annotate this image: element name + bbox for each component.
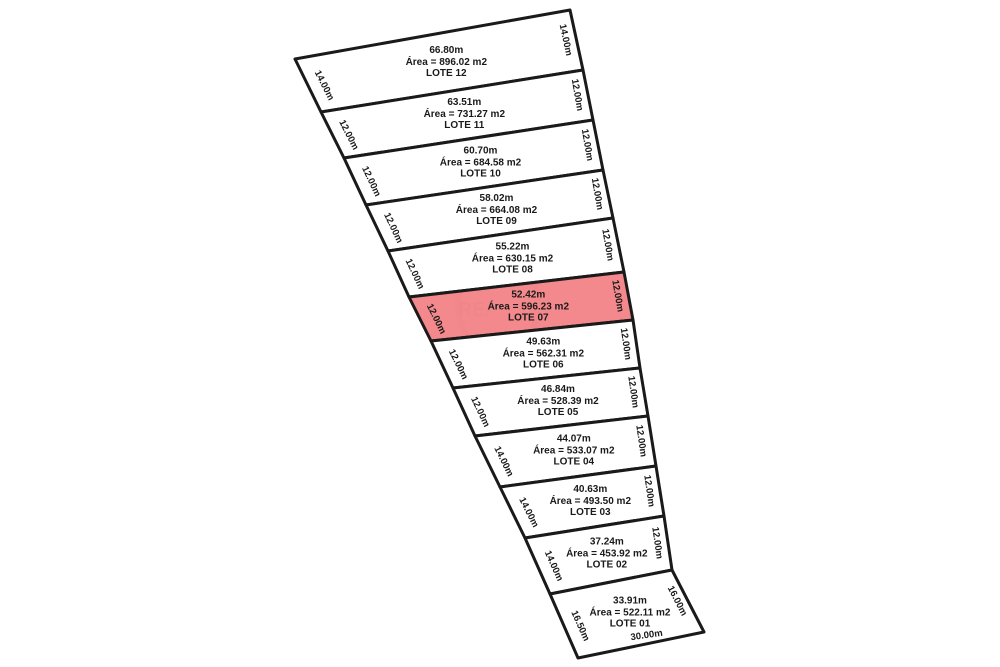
lot-front-label: 46.84m [541,384,575,395]
lot-front-label: 66.80m [429,45,463,56]
lot-front-label: 49.63m [526,336,560,347]
lot-area-label: Área = 533.07 m2 [533,443,615,456]
lot-number-label: LOTE 06 [523,359,564,370]
lot-area-label: Área = 493.50 m2 [550,494,632,507]
lot-number-label: LOTE 12 [426,68,467,79]
lot-area-label: Área = 684.58 m2 [440,155,522,168]
bottom-edge-label: 30.00m [630,628,663,643]
lot-right-side-label: 12.00m [618,327,633,360]
lot-area-label: Área = 528.39 m2 [517,394,599,407]
lot-number-label: LOTE 05 [538,407,579,418]
lot-area-label: Área = 596.23 m2 [488,300,570,313]
lot-right-side-label: 12.00m [625,375,640,408]
lot-front-label: 40.63m [573,484,607,495]
lot-front-label: 37.24m [590,537,624,548]
lot-area-label: Área = 630.15 m2 [472,252,554,265]
lot-front-label: 52.42m [511,290,545,301]
lot-shape [548,568,706,660]
lot-number-label: LOTE 10 [460,168,501,179]
lot-right-side-label: 12.00m [649,526,664,559]
lot-area-label: Área = 664.08 m2 [456,203,538,216]
lot-front-label: 60.70m [464,145,498,156]
lot-area-label: Área = 522.11 m2 [590,606,671,619]
lot-number-label: LOTE 08 [492,265,533,276]
lot-area-label: Área = 562.31 m2 [503,346,585,359]
lot-number-label: LOTE 03 [570,507,611,518]
lot-area-label: Área = 453.92 m2 [566,547,648,560]
lot-number-label: LOTE 01 [610,619,651,630]
lot-number-label: LOTE 04 [554,456,595,467]
lot-area-label: Área = 896.02 m2 [406,55,488,68]
lot-area-label: Área = 731.27 m2 [424,107,506,120]
lot-right-side-label: 12.00m [641,474,656,507]
lot-number-label: LOTE 02 [587,560,628,571]
lot-front-label: 44.07m [557,433,591,444]
lot-front-label: 33.91m [613,596,647,607]
lot-number-label: LOTE 11 [444,120,484,131]
lot-number-label: LOTE 09 [476,216,517,227]
lot-front-label: 55.22m [496,242,530,253]
lot-front-label: 63.51m [447,97,481,108]
lot-right-side-label: 12.00m [633,424,648,457]
lot-front-label: 58.02m [480,193,514,204]
lot-number-label: LOTE 07 [508,313,549,324]
